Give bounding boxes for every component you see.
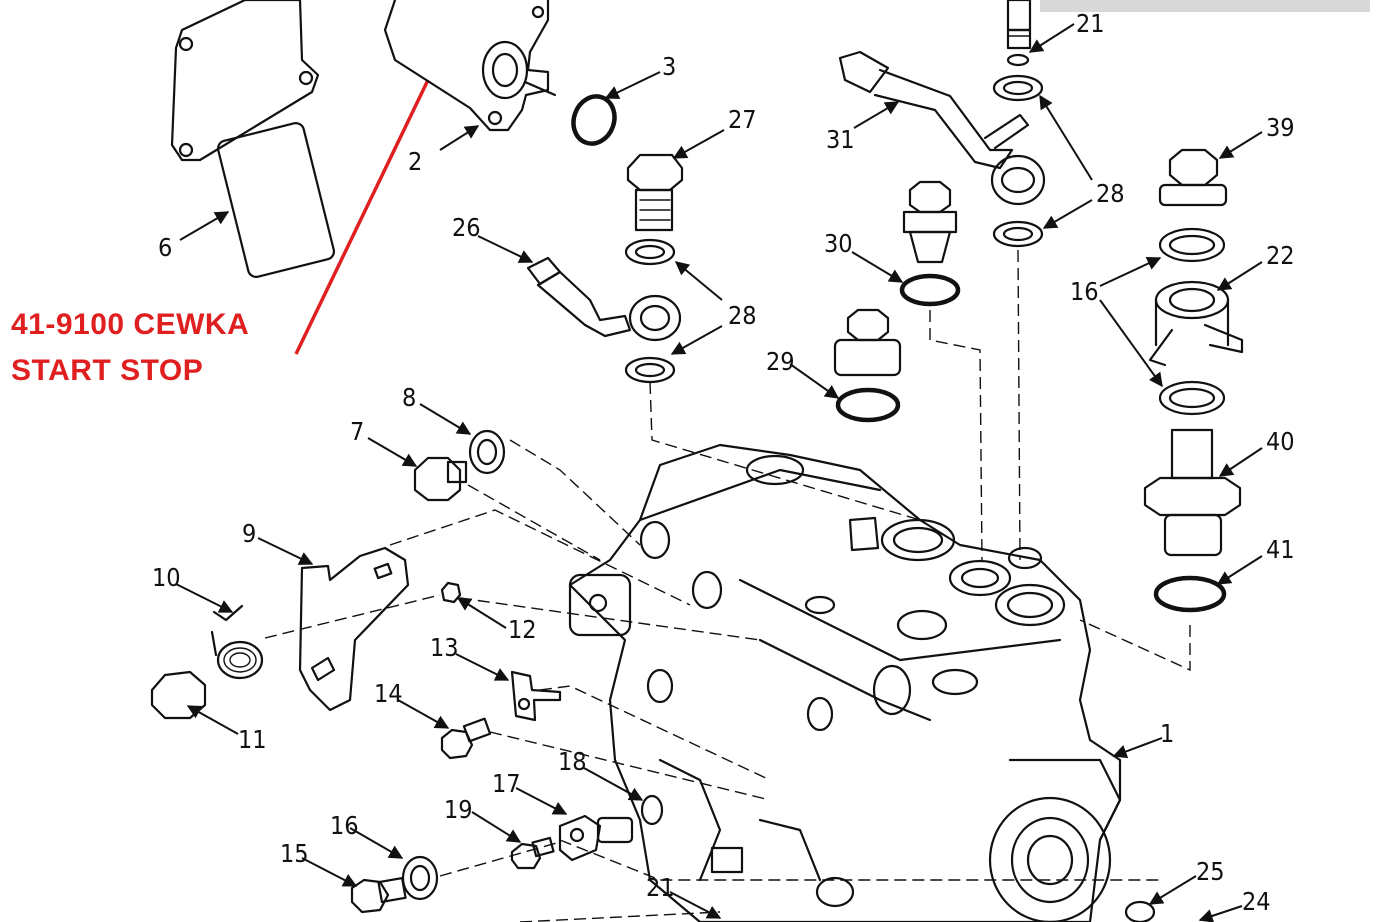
washer-part-28a-hole xyxy=(634,244,666,260)
plug-part-29 xyxy=(833,308,902,377)
solenoid-part-2 xyxy=(383,0,557,132)
callout-39: 39 xyxy=(1266,113,1295,142)
callout-28-a: 28 xyxy=(728,301,757,330)
bracket-part-13 xyxy=(510,670,562,722)
callout-28-b: 28 xyxy=(1096,179,1125,208)
fuel-line-part-31 xyxy=(838,50,1046,206)
callout-21-bottom: 21 xyxy=(646,873,675,902)
callout-1: 1 xyxy=(1160,719,1174,748)
washer-part-16b xyxy=(1158,380,1226,416)
callout-2: 2 xyxy=(408,147,422,176)
callout-22: 22 xyxy=(1266,241,1295,270)
callout-16-left: 16 xyxy=(330,811,359,840)
bolt-part-15 xyxy=(350,876,407,914)
washer-part-28c-hole xyxy=(1002,80,1034,96)
callout-14: 14 xyxy=(374,679,403,708)
dashed-guide-lines xyxy=(264,249,1191,922)
oring-part-29 xyxy=(835,387,901,423)
callout-25: 25 xyxy=(1196,857,1225,886)
callout-8: 8 xyxy=(402,383,416,412)
callout-41: 41 xyxy=(1266,535,1295,564)
spring-part-10 xyxy=(210,604,264,680)
annotation-line-1: 41-9100 CEWKA xyxy=(11,308,250,341)
washer-part-16c-hole xyxy=(409,864,431,892)
cap-part-39 xyxy=(1158,148,1228,207)
callout-29: 29 xyxy=(766,347,795,376)
small-oring-part-21 xyxy=(1006,53,1030,67)
callout-13: 13 xyxy=(430,633,459,662)
fitting-part-22 xyxy=(1148,280,1244,367)
callout-19: 19 xyxy=(444,795,473,824)
part-annotation: 41-9100 CEWKA START STOP xyxy=(11,302,249,394)
pump-body-part-1 xyxy=(568,443,1156,922)
gasket-part-6 xyxy=(216,122,336,278)
callout-30: 30 xyxy=(824,229,853,258)
cover-plate-part xyxy=(170,0,320,162)
callout-labels: 2 3 6 27 26 28 21 31 28 30 29 39 22 16 4… xyxy=(152,9,1295,916)
callout-21-top: 21 xyxy=(1076,9,1105,38)
callout-11: 11 xyxy=(238,725,267,754)
washer-part-16a xyxy=(1158,227,1226,263)
nut-part-12 xyxy=(440,581,462,604)
fitting-part-40 xyxy=(1143,428,1242,557)
washer-part-28c xyxy=(992,74,1044,102)
fuel-line-part-26 xyxy=(526,256,682,342)
callout-17: 17 xyxy=(492,769,521,798)
callout-40: 40 xyxy=(1266,427,1295,456)
plug-part-7 xyxy=(413,456,468,502)
oring-part-3 xyxy=(571,94,617,146)
plug-part-30 xyxy=(902,180,958,264)
callout-10: 10 xyxy=(152,563,181,592)
callout-26: 26 xyxy=(452,213,481,242)
washer-part-28a xyxy=(624,238,676,266)
top-right-shadow xyxy=(1040,0,1370,12)
fitting-part-21-top xyxy=(1006,0,1032,50)
washer-part-28d-hole xyxy=(1002,226,1034,242)
callout-leaders xyxy=(175,23,1263,922)
callout-31: 31 xyxy=(826,125,855,154)
washer-part-16c xyxy=(401,855,439,901)
annotation-line-2: START STOP xyxy=(11,354,204,387)
bolt-part-14 xyxy=(440,717,492,760)
oring-part-30 xyxy=(899,273,961,307)
callout-12: 12 xyxy=(508,615,537,644)
callout-7: 7 xyxy=(350,417,364,446)
lever-part-9 xyxy=(298,546,410,712)
callout-6: 6 xyxy=(158,233,172,262)
washer-part-28b xyxy=(624,356,676,384)
callout-3: 3 xyxy=(662,52,676,81)
callout-16-right: 16 xyxy=(1070,277,1099,306)
washer-part-28d xyxy=(992,220,1044,248)
washer-part-16b-hole xyxy=(1168,387,1216,409)
washer-part-16a-hole xyxy=(1168,234,1216,256)
fitting-part-17 xyxy=(558,814,634,862)
washer-part-28b-hole xyxy=(634,362,666,378)
callout-24: 24 xyxy=(1242,887,1271,916)
bolt-part-11 xyxy=(150,670,207,720)
clip-part-18 xyxy=(640,794,664,826)
washer-part-8-hole xyxy=(476,438,498,466)
bolt-part-19 xyxy=(510,836,555,870)
callout-15: 15 xyxy=(280,839,309,868)
callout-27: 27 xyxy=(728,105,757,134)
callout-9: 9 xyxy=(242,519,256,548)
banjo-bolt-part-27 xyxy=(626,153,684,232)
washer-part-8 xyxy=(468,429,506,475)
callout-18: 18 xyxy=(558,747,587,776)
annotation-pointer-line xyxy=(294,79,430,355)
oring-part-41 xyxy=(1153,575,1227,613)
